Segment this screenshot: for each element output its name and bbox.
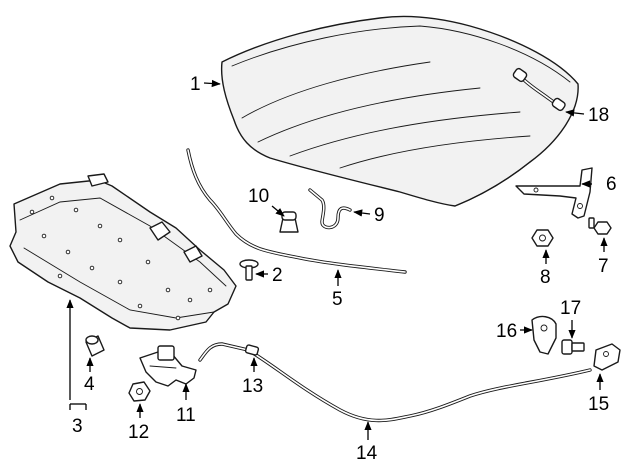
bumper-stop — [279, 211, 299, 233]
callout-labels: 1 2 3 4 5 6 7 8 9 10 11 12 13 14 15 16 1… — [72, 74, 617, 464]
callout-18: 18 — [588, 105, 609, 126]
callout-2: 2 — [272, 265, 283, 286]
callout-17: 17 — [560, 298, 581, 319]
retainer-clip — [239, 259, 259, 281]
callout-9: 9 — [374, 205, 385, 226]
cable-bracket — [593, 343, 621, 371]
latch-nut — [128, 381, 151, 402]
callout-4: 4 — [84, 374, 95, 395]
callout-1: 1 — [190, 74, 201, 95]
callout-13: 13 — [242, 376, 263, 397]
callout-6: 6 — [606, 174, 617, 195]
hood-prop-rod — [308, 188, 352, 230]
cover-holes — [29, 195, 213, 321]
callout-5: 5 — [332, 289, 343, 310]
callout-15: 15 — [588, 394, 609, 415]
hood-latch — [139, 345, 197, 387]
callout-10: 10 — [248, 186, 269, 207]
callout-7: 7 — [598, 256, 609, 277]
callout-3: 3 — [72, 416, 83, 437]
leader-lines — [66, 79, 608, 440]
hood-release-cable — [198, 342, 592, 423]
callout-8: 8 — [540, 267, 551, 288]
hood-support-strut — [512, 67, 566, 112]
callout-14: 14 — [356, 443, 378, 464]
callout-11: 11 — [176, 405, 196, 426]
hood-hinge — [515, 167, 593, 219]
engine-under-cover — [9, 173, 237, 331]
callout-16: 16 — [496, 321, 517, 342]
hood-seal — [186, 148, 407, 274]
callout-12: 12 — [128, 422, 149, 443]
hinge-bolt — [588, 217, 612, 235]
hinge-nut — [531, 229, 554, 247]
release-handle — [531, 315, 557, 355]
under-cover-clip — [85, 335, 105, 357]
hood-panel — [220, 15, 579, 207]
handle-bolt — [561, 339, 585, 355]
